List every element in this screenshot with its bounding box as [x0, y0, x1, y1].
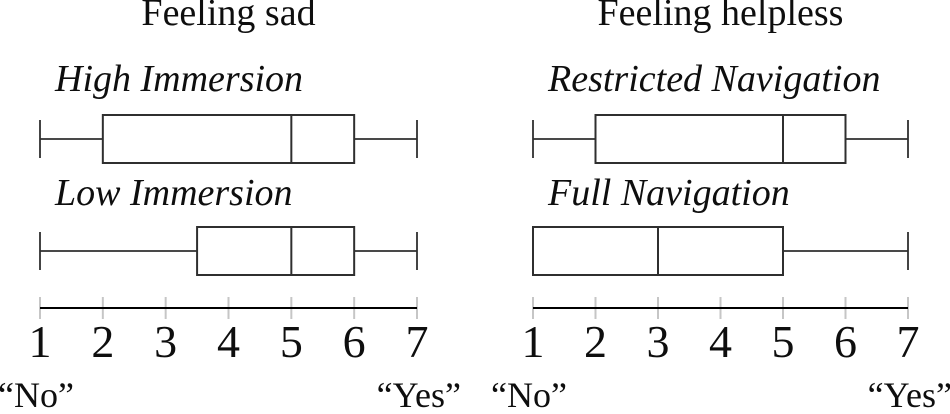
panel-title-feeling-sad: Feeling sad [141, 0, 316, 34]
tick-label-6: 6 [342, 316, 366, 367]
panel-feeling-sad: Feeling sad High Immersion Low Immersion… [0, 0, 461, 414]
iqr-box [594, 114, 847, 164]
boxplot-canvas-feeling-helpless [532, 114, 909, 319]
panel-feeling-helpless: Feeling helpless Restricted Navigation F… [475, 0, 950, 414]
series-label-full-navigation: Full Navigation [548, 172, 790, 214]
series-label-high-immersion: High Immersion [55, 58, 304, 100]
tick-label-6: 6 [834, 316, 857, 367]
tick-label-3: 3 [646, 316, 670, 367]
series-label-low-immersion: Low Immersion [55, 172, 293, 214]
tick-label-2: 2 [584, 316, 607, 367]
tick-label-1: 1 [28, 316, 52, 367]
tick-label-5: 5 [771, 316, 795, 367]
iqr-box [101, 114, 356, 164]
tick-label-7: 7 [896, 316, 920, 367]
axis-end-label-yes: “Yes” [376, 375, 461, 414]
boxplot-canvas-feeling-sad [39, 114, 418, 319]
tick-label-7: 7 [405, 316, 429, 367]
tick-label-4: 4 [709, 316, 732, 367]
series-label-restricted-navigation: Restricted Navigation [548, 58, 881, 100]
axis-end-label-no: “No” [0, 375, 74, 414]
panel-title-feeling-helpless: Feeling helpless [597, 0, 844, 34]
tick-label-3: 3 [154, 316, 178, 367]
axis-end-label-no: “No” [491, 375, 567, 414]
tick-label-4: 4 [217, 316, 240, 367]
tick-label-5: 5 [279, 316, 303, 367]
axis-end-label-yes: “Yes” [867, 375, 950, 414]
iqr-box [196, 226, 356, 276]
tick-label-2: 2 [91, 316, 115, 367]
tick-label-1: 1 [521, 316, 545, 367]
